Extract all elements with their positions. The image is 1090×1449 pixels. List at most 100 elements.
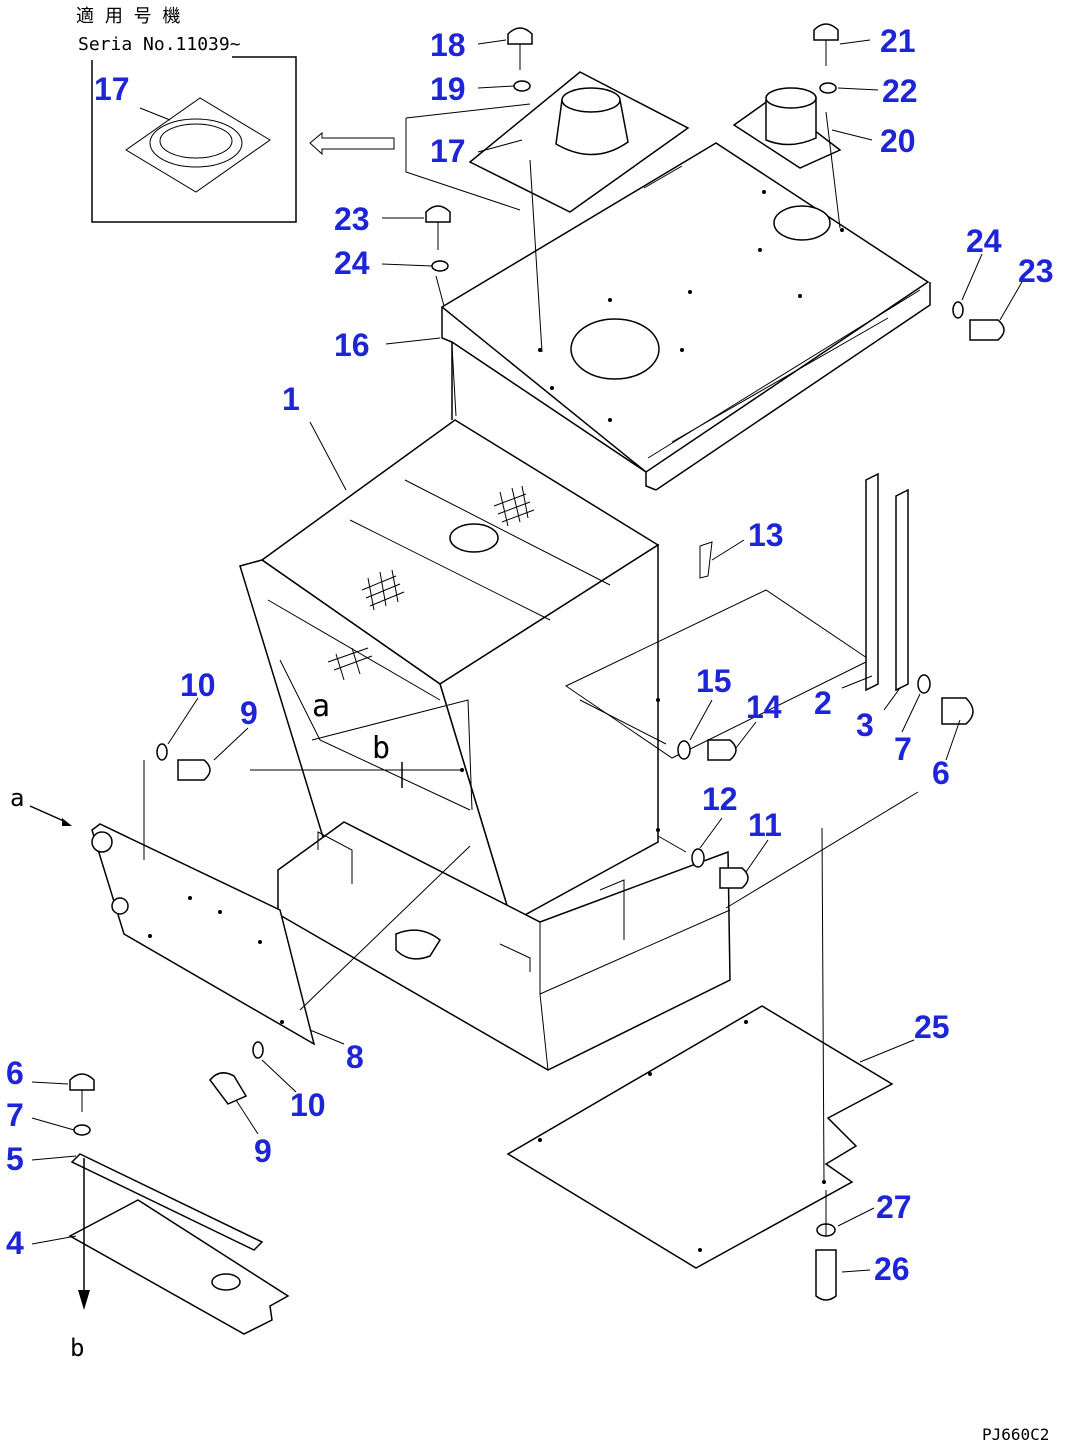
drawing-code: PJ660C2 (982, 1425, 1049, 1444)
upper-cover-right-edge (655, 282, 931, 491)
bolt-11 (719, 867, 749, 889)
right-side-parts (565, 472, 909, 759)
main-box-mesh-grids (327, 485, 535, 681)
base-bracket-2 (599, 879, 625, 940)
leader-10 (167, 697, 199, 745)
callout-labels: 17 18 19 17 21 22 20 23 24 16 24 23 1 13… (6, 23, 1054, 1287)
leader-2 (841, 675, 873, 689)
side-panel-holes (148, 896, 284, 1024)
washer-24-right (952, 301, 964, 319)
view-mark-a: a (312, 689, 330, 724)
bolt-18 (507, 27, 533, 45)
leader-inset-bracket-2 (405, 103, 531, 119)
bolt-9-lower (209, 1072, 248, 1105)
callout-19: 19 (430, 71, 466, 107)
plate-5 (70, 1153, 264, 1251)
inset-leader-17 (139, 107, 171, 121)
leader-8 (309, 1029, 345, 1045)
assembly-line-6 (725, 791, 919, 909)
callout-3: 3 (856, 707, 874, 743)
base-front-top-edge (539, 909, 731, 995)
callout-14: 14 (746, 689, 782, 725)
base-bracket (317, 831, 353, 884)
leader-24-right (961, 253, 983, 301)
bolt-23 (425, 205, 451, 223)
leader-lines (31, 39, 1023, 1273)
bolt-14 (707, 739, 737, 761)
inset-arrow (309, 131, 395, 156)
base-bracket-3 (499, 943, 531, 972)
base-cutout (395, 929, 441, 960)
callout-9: 9 (240, 695, 258, 731)
leader-22 (837, 87, 879, 91)
duct-tube-20-top (765, 87, 817, 109)
assembly-line-8 (299, 845, 471, 1011)
main-box-top-hole (449, 523, 499, 553)
washer-10-lower (252, 1041, 264, 1059)
callout-7-lower: 7 (6, 1097, 24, 1133)
plate-arrow (78, 1290, 90, 1310)
leader-10-lower (261, 1059, 297, 1093)
seal-strip-2 (865, 472, 879, 692)
washer-22 (819, 82, 837, 94)
view-arrowhead-a-left (62, 818, 72, 826)
callout-23: 23 (334, 201, 370, 237)
clip-13 (699, 541, 713, 579)
upper-cover-rail-2 (671, 317, 889, 443)
leader-7-right (901, 693, 921, 733)
inset-applicable-model-label: 適 用 号 機 (76, 6, 181, 27)
callout-26: 26 (874, 1251, 910, 1287)
side-panel-plate (91, 823, 316, 1046)
leader-3 (883, 687, 901, 711)
callout-18: 18 (430, 27, 466, 63)
callout-6-lower: 6 (6, 1055, 24, 1091)
leader-9 (213, 727, 249, 761)
main-box-assembly: a b (239, 419, 660, 924)
leader-20 (831, 129, 873, 141)
leader-5 (31, 1155, 77, 1161)
floor-plate-holes (538, 1020, 826, 1252)
callout-16: 16 (334, 327, 370, 363)
assembly-line-20 (825, 111, 841, 229)
upper-cover-hinge (643, 165, 683, 189)
inset-flange-ring-inner (159, 123, 233, 159)
callout-9-lower: 9 (254, 1133, 272, 1169)
duct-tube-17-top (561, 87, 621, 113)
leader-19 (477, 85, 515, 89)
assembly-line-12 (657, 835, 687, 853)
leader-4 (31, 1235, 77, 1245)
callout-24-right: 24 (966, 223, 1002, 259)
leader-1 (309, 421, 347, 491)
leader-25 (859, 1039, 915, 1063)
upper-cover-left-edge (441, 307, 453, 420)
upper-cover-front-edge (451, 341, 657, 491)
washer-7-right (917, 674, 931, 694)
plate-4 (68, 1199, 290, 1335)
leader-12 (699, 817, 723, 849)
view-mark-a-left: a (10, 784, 24, 812)
assembly-line-16 (451, 345, 457, 417)
leader-27 (837, 1207, 875, 1227)
callout-24: 24 (334, 245, 370, 281)
view-mark-b-lower: b (70, 1334, 84, 1362)
callout-23-right: 23 (1018, 253, 1054, 289)
side-panel-hinge-top (91, 831, 113, 853)
callout-25: 25 (914, 1009, 950, 1045)
leader-11 (745, 839, 769, 873)
upper-cover-hole-small (773, 205, 831, 241)
callout-10: 10 (180, 667, 216, 703)
view-arrow-a-left (29, 805, 67, 823)
washer-10 (156, 743, 168, 761)
upper-cover-hole-large (570, 318, 660, 380)
assembly-line-23 (435, 275, 445, 307)
callout-17: 17 (430, 133, 466, 169)
leader-9-lower (235, 1099, 259, 1135)
assembly-line-25 (821, 827, 825, 1183)
bolt-6-right (941, 697, 974, 725)
washer-7-lower (73, 1124, 91, 1136)
leader-14 (735, 721, 757, 749)
leader-26 (841, 1269, 871, 1273)
inset-flange-ring-outer (149, 118, 243, 168)
side-panel-hinge-bottom (111, 897, 129, 915)
